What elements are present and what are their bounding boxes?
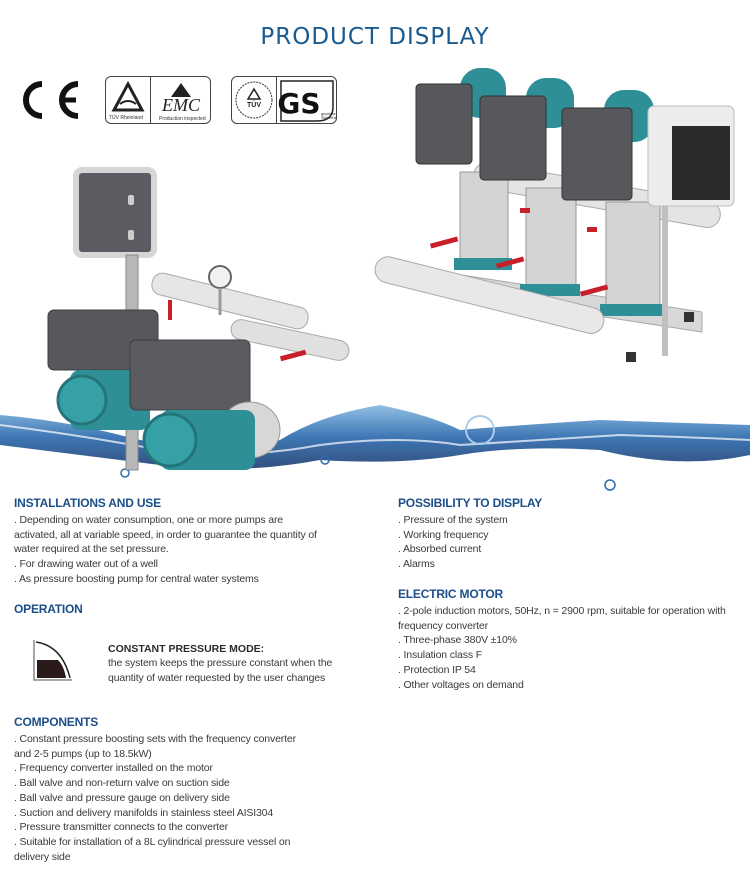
emc-caption: Production inspected [159, 116, 206, 122]
tuv-rheinland-logo: TÜV Rheinland [106, 77, 150, 123]
svg-text:Sicherheit: Sicherheit [321, 115, 337, 120]
electric-motor-section: ELECTRIC MOTOR . 2-pole induction motors… [398, 587, 743, 692]
motor-line: . Protection IP 54 [398, 663, 476, 676]
page-title: PRODUCT DISPLAY [260, 24, 490, 50]
installations-line: . For drawing water out of a well [14, 558, 158, 571]
emc-mountain-icon: EMC [161, 83, 201, 115]
motor-line: frequency converter [398, 619, 488, 632]
display-heading: POSSIBILITY TO DISPLAY [398, 496, 543, 510]
components-line: . Suction and delivery manifolds in stai… [14, 806, 274, 819]
motor-line: . 2-pole induction motors, 50Hz, n = 290… [398, 605, 726, 617]
components-line: delivery side [14, 850, 71, 863]
components-line: . Ball valve and non-return valve on suc… [14, 777, 230, 790]
display-line: . Working frequency [398, 528, 489, 541]
motor-line: . Insulation class F [398, 649, 482, 662]
mode-description-line: the system keeps the pressure constant w… [108, 657, 333, 669]
operation-heading: OPERATION [14, 602, 83, 616]
installations-line: . As pressure boosting pump for central … [14, 572, 259, 585]
svg-text:GS: GS [277, 87, 320, 120]
mode-description-line: quantity of water requested by the user … [108, 671, 326, 684]
svg-text:geprüfte: geprüfte [321, 111, 336, 116]
components-line: . Ball valve and pressure gauge on deliv… [14, 791, 230, 804]
components-section: COMPONENTS . Constant pressure boosting … [14, 715, 344, 864]
gs-logo: GS geprüfte Sicherheit [276, 77, 340, 123]
horizontal-pump-set-image [47, 167, 350, 471]
constant-pressure-curve-icon [33, 640, 72, 681]
components-line: . Frequency converter installed on the m… [14, 762, 213, 775]
motor-line: . Other voltages on demand [398, 678, 524, 691]
installations-line: activated, all at variable speed, in ord… [14, 528, 317, 541]
gs-mark-icon: GS geprüfte Sicherheit [277, 80, 340, 122]
tuv-rheinland-text: TÜV Rheinland [109, 115, 143, 121]
installations-heading: INSTALLATIONS AND USE [14, 496, 161, 510]
tuv-emc-certification: TÜV Rheinland EMC Production inspected [105, 76, 211, 124]
motor-line: . Three-phase 380V ±10% [398, 634, 517, 647]
components-heading: COMPONENTS [14, 715, 99, 729]
components-line: and 2-5 pumps (up to 18.5kW) [14, 747, 152, 760]
vertical-pump-set-image [374, 68, 735, 362]
display-line: . Alarms [398, 558, 435, 571]
components-line: . Pressure transmitter connects to the c… [14, 821, 228, 834]
tuv-seal-icon: TÜV [235, 81, 273, 119]
display-line: . Pressure of the system [398, 514, 508, 526]
ce-mark-icon [23, 81, 79, 119]
constant-pressure-mode: CONSTANT PRESSURE MODE: the system keeps… [108, 642, 348, 685]
installations-and-use-section: INSTALLATIONS AND USE . Depending on wat… [14, 496, 344, 587]
svg-text:TÜV: TÜV [247, 100, 261, 109]
display-line: . Absorbed current [398, 543, 482, 556]
tuv-gs-certification: TÜV GS geprüfte Sicherheit [231, 76, 340, 124]
operation-section: OPERATION [14, 602, 354, 619]
installations-line: water required at the set pressure. [14, 543, 169, 556]
installations-line: . Depending on water consumption, one or… [14, 514, 283, 526]
mode-title: CONSTANT PRESSURE MODE: [108, 643, 265, 655]
tuv-triangle-icon [111, 80, 145, 112]
emc-logo: EMC Production inspected [150, 77, 210, 123]
components-line: . Constant pressure boosting sets with t… [14, 733, 296, 745]
motor-heading: ELECTRIC MOTOR [398, 587, 503, 601]
components-line: . Suitable for installation of a 8L cyli… [14, 835, 291, 848]
possibility-to-display-section: POSSIBILITY TO DISPLAY . Pressure of the… [398, 496, 743, 572]
svg-text:EMC: EMC [161, 95, 201, 115]
tuv-seal-logo: TÜV [232, 77, 276, 123]
